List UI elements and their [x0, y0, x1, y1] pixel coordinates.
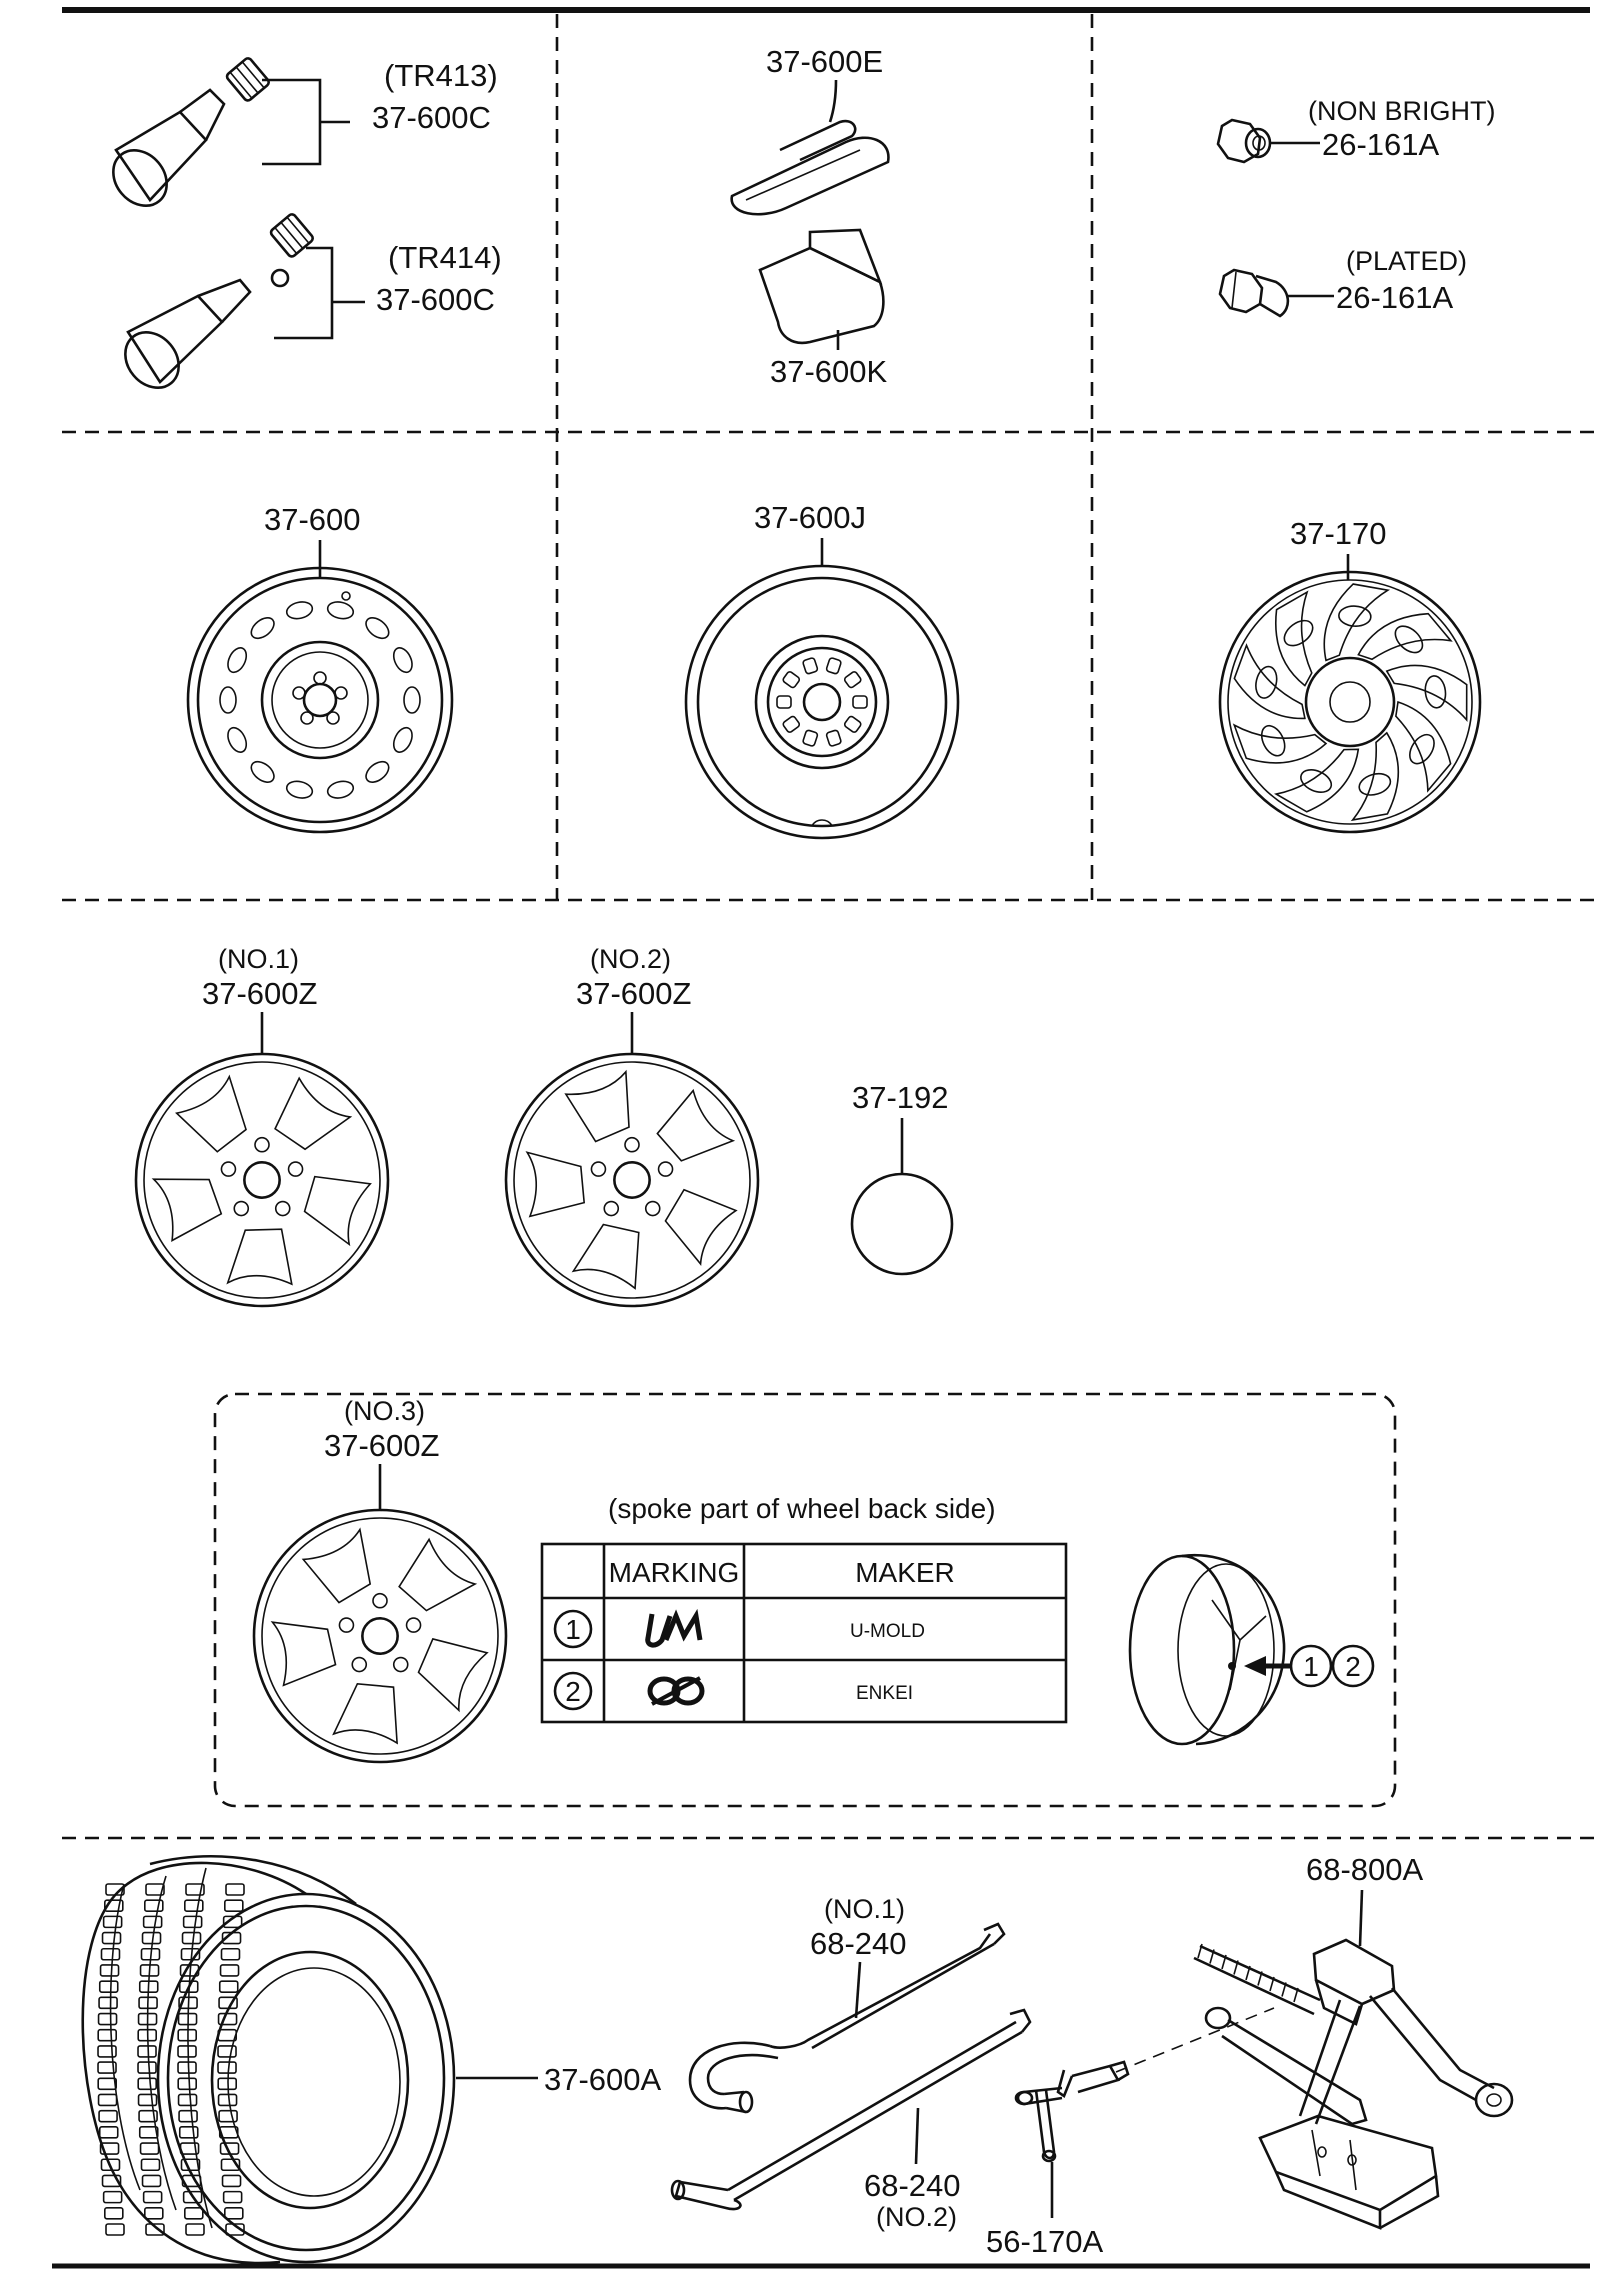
nut-bottom-part: 26-161A: [1336, 280, 1454, 315]
row1-maker: U-MOLD: [850, 1621, 925, 1642]
arrow-icon: [1244, 1656, 1290, 1676]
alloy-wheel-no3-icon: [252, 1508, 508, 1764]
callout-circle-1: [1289, 1644, 1333, 1688]
table-header-maker: MAKER: [855, 1557, 955, 1588]
bolt-part: 56-170A: [986, 2224, 1104, 2259]
stick-weight-icon: [758, 228, 885, 345]
ornament-part: 37-192: [852, 1080, 949, 1115]
no3-group-box: [213, 1392, 1397, 1808]
valve-top-note: (TR413): [384, 58, 498, 93]
alloy-wheel-no2-icon: [504, 1052, 760, 1308]
row2-maker: ENKEI: [856, 1683, 913, 1704]
row1-number: 1: [565, 1614, 581, 1645]
wheel-back-side-icon: [1128, 1553, 1286, 1746]
nut-top-part: 26-161A: [1322, 127, 1440, 162]
valve-top-part: 37-600C: [372, 100, 491, 135]
alloy-no2-note: (NO.2): [590, 944, 671, 974]
leader-weight-top: [828, 79, 838, 123]
enkei-logo-icon: [647, 1676, 705, 1706]
nut-bottom-note: (PLATED): [1346, 246, 1467, 276]
alloy-no3-note: (NO.3): [344, 1396, 425, 1426]
handle-no1-part: 68-240: [810, 1926, 907, 1961]
jack-bolt-icon: [1014, 2060, 1130, 2163]
steel-wheel-icon: [186, 566, 454, 834]
spare-wheel-icon: [684, 564, 960, 840]
marking-table-caption: (spoke part of wheel back side): [608, 1493, 996, 1524]
callout-2: 2: [1345, 1651, 1361, 1682]
valve-stem-tr413-icon: [112, 57, 270, 207]
alloy-no2-part: 37-600Z: [576, 976, 691, 1011]
callout-1: 1: [1303, 1651, 1319, 1682]
nut-non-bright-icon: [1216, 118, 1272, 164]
valve-bottom-note: (TR414): [388, 240, 502, 275]
leader-jack: [1358, 1889, 1364, 1947]
jack-handle-no1-icon: [688, 1922, 1006, 2114]
weight-top-part: 37-600E: [766, 44, 883, 79]
nut-plated-icon: [1218, 268, 1290, 318]
leader-valve-top: [262, 78, 322, 166]
leader-handle-no1: [854, 1961, 862, 2019]
marking-table: MARKING MAKER 1 U-MOLD 2 ENKEI: [540, 1542, 1068, 1724]
handle-no2-note: (NO.2): [876, 2202, 957, 2232]
tire-part: 37-600A: [544, 2062, 662, 2097]
clip-weight-icon: [730, 119, 890, 216]
weight-bottom-part: 37-600K: [770, 354, 888, 389]
leader-handle-no2: [914, 2107, 920, 2165]
table-header-marking: MARKING: [609, 1557, 740, 1588]
wheel-cover-part: 37-170: [1290, 516, 1387, 551]
tire-icon: [81, 1855, 456, 2265]
alloy-no1-part: 37-600Z: [202, 976, 317, 1011]
valve-stem-tr414-icon: [124, 213, 314, 389]
alloy-wheel-no1-icon: [134, 1052, 390, 1308]
nut-top-note: (NON BRIGHT): [1308, 96, 1495, 126]
row1-number-circle: [553, 1609, 593, 1649]
u-mold-logo-icon: [645, 1608, 703, 1648]
spare-wheel-part: 37-600J: [754, 500, 866, 535]
alloy-no1-note: (NO.1): [218, 944, 299, 974]
jack-alignment-line: [1115, 2007, 1275, 2073]
scissor-jack-icon: [1193, 1938, 1514, 2230]
valve-bottom-part: 37-600C: [376, 282, 495, 317]
handle-no1-note: (NO.1): [824, 1894, 905, 1924]
ornament-icon: [850, 1172, 954, 1276]
handle-no2-part: 68-240: [864, 2168, 961, 2203]
alloy-no3-part: 37-600Z: [324, 1428, 439, 1463]
jack-handle-no2-icon: [670, 2008, 1032, 2211]
leader-valve-bottom: [274, 246, 334, 340]
jack-part: 68-800A: [1306, 1852, 1424, 1887]
callout-circle-2: [1331, 1644, 1375, 1688]
steel-wheel-part: 37-600: [264, 502, 361, 537]
wheel-cover-icon: [1218, 570, 1482, 834]
row2-number: 2: [565, 1676, 581, 1707]
row2-number-circle: [553, 1671, 593, 1711]
